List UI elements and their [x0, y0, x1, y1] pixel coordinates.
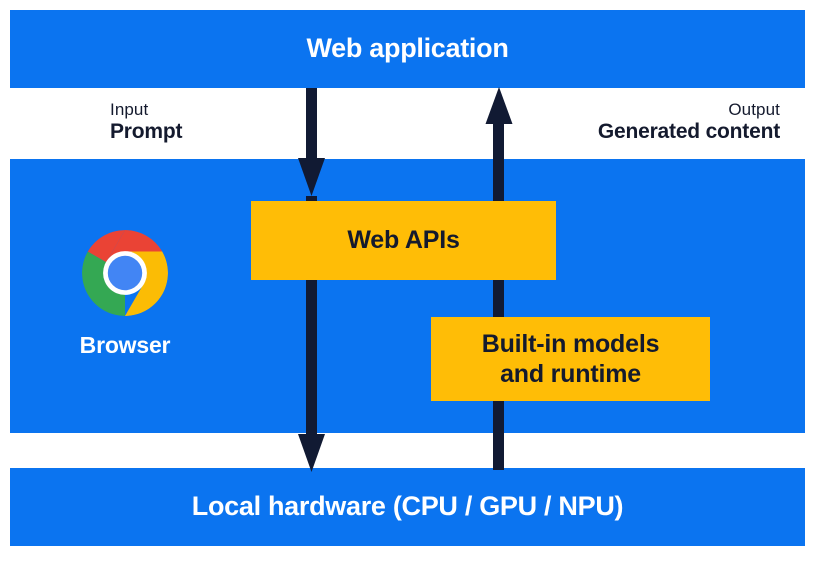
band-local-hardware-label: Local hardware (CPU / GPU / NPU) [191, 491, 624, 521]
input-flow-label: Input Prompt [110, 100, 183, 145]
browser-identity: Browser [60, 230, 190, 359]
box-web-apis[interactable]: Web APIs [251, 201, 556, 280]
output-kind: Output [728, 100, 780, 119]
box-builtin-models-label: Built-in models and runtime [482, 329, 660, 390]
output-flow-label: Output Generated content [598, 100, 780, 145]
band-browser-label: Browser [79, 332, 171, 358]
output-value: Generated content [597, 120, 780, 144]
box-builtin-models-line1: Built-in models [481, 329, 660, 358]
box-builtin-models-line2: and runtime [500, 360, 641, 388]
box-web-apis-label: Web APIs [347, 226, 460, 254]
input-value: Prompt [110, 120, 183, 144]
band-local-hardware: Local hardware (CPU / GPU / NPU) [10, 468, 805, 546]
input-kind: Input [110, 100, 149, 119]
band-web-application: Web application [10, 10, 805, 88]
box-builtin-models[interactable]: Built-in models and runtime [431, 317, 710, 401]
chrome-logo-icon [82, 230, 168, 316]
band-web-application-label: Web application [306, 33, 509, 63]
